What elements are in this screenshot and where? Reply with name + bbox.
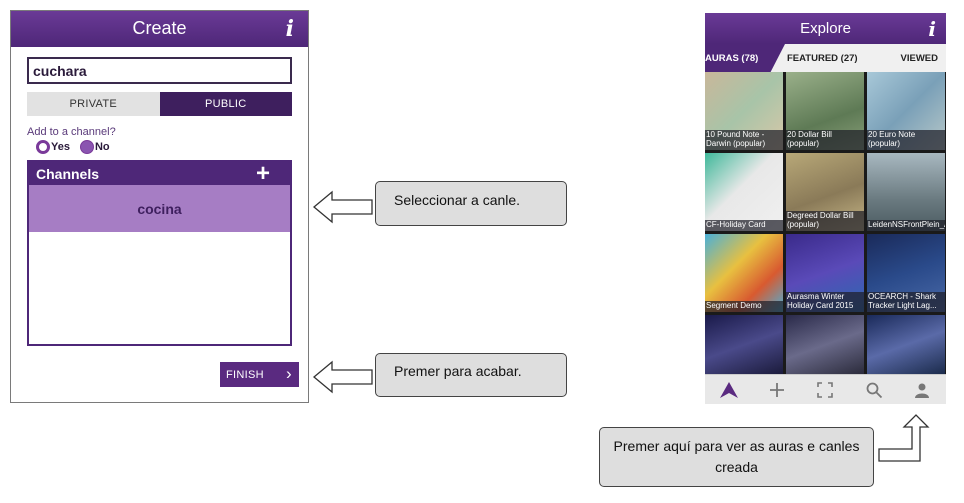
- aura-tile[interactable]: 20 Euro Note (popular): [867, 72, 945, 150]
- create-header: Create i: [11, 11, 308, 47]
- channel-question: Add to a channel?: [27, 126, 116, 138]
- tab-auras[interactable]: AURAS (78): [705, 44, 785, 72]
- tile-caption: CF-Holiday Card: [705, 219, 783, 231]
- tab-featured[interactable]: FEATURED (27): [787, 52, 858, 64]
- public-option[interactable]: PUBLIC: [159, 92, 292, 116]
- radio-yes-label: Yes: [51, 141, 70, 153]
- create-screen: Create i cuchara PRIVATE PUBLIC Add to a…: [10, 10, 309, 403]
- channels-panel: Channels + cocina: [27, 160, 292, 346]
- add-channel-icon[interactable]: +: [255, 159, 270, 187]
- explore-header: Explore i: [705, 13, 946, 44]
- channels-title: Channels: [36, 165, 100, 182]
- aura-tile[interactable]: [705, 315, 783, 375]
- aura-tile[interactable]: 20 Dollar Bill (popular): [786, 72, 864, 150]
- explore-tab-bar: AURAS (78) FEATURED (27) VIEWED: [705, 44, 946, 72]
- radio-yes[interactable]: [36, 140, 50, 154]
- callout-select-channel: Seleccionar a canle.: [375, 181, 567, 226]
- scan-frame-icon[interactable]: [813, 378, 837, 402]
- tile-caption: OCEARCH - Shark Tracker Light Lag...: [867, 292, 945, 312]
- radio-no-label: No: [94, 141, 110, 153]
- search-icon[interactable]: [862, 378, 886, 402]
- tile-caption: LeidenNSFrontPlein_Aura_Final: [867, 219, 945, 231]
- aura-tile[interactable]: Aurasma Winter Holiday Card 2015: [786, 234, 864, 312]
- left-arrow-icon: [312, 360, 373, 394]
- aura-tile[interactable]: LeidenNSFrontPlein_Aura_Final: [867, 153, 945, 231]
- channel-radio-group: Yes No: [36, 140, 110, 154]
- tile-caption: Aurasma Winter Holiday Card 2015: [786, 292, 864, 312]
- create-title: Create: [132, 18, 187, 38]
- private-option[interactable]: PRIVATE: [27, 92, 160, 116]
- aura-tile[interactable]: [867, 315, 945, 375]
- chevron-right-icon: ›: [286, 364, 292, 383]
- aura-tile[interactable]: Degreed Dollar Bill (popular): [786, 153, 864, 231]
- bottom-nav: [705, 374, 946, 404]
- tab-viewed[interactable]: VIEWED: [900, 52, 938, 64]
- finish-label: FINISH: [226, 368, 264, 381]
- tile-caption: 20 Euro Note (popular): [867, 130, 945, 150]
- tile-caption: 20 Dollar Bill (popular): [786, 130, 864, 150]
- bent-up-arrow-icon: [878, 414, 930, 462]
- tile-caption: Segment Demo: [705, 300, 783, 312]
- info-icon[interactable]: i: [928, 17, 936, 41]
- tile-caption: Degreed Dollar Bill (popular): [786, 211, 864, 231]
- channels-header: Channels +: [29, 159, 290, 187]
- visibility-toggle: PRIVATE PUBLIC: [27, 92, 292, 116]
- aura-tile[interactable]: Segment Demo: [705, 234, 783, 312]
- aurasma-logo-icon[interactable]: [717, 378, 741, 402]
- aura-tile[interactable]: 10 Pound Note - Darwin (popular): [705, 72, 783, 150]
- plus-icon[interactable]: [765, 378, 789, 402]
- aura-tile[interactable]: [786, 315, 864, 375]
- callout-press-finish: Premer para acabar.: [375, 353, 567, 397]
- aura-tile[interactable]: CF-Holiday Card: [705, 153, 783, 231]
- aura-name-input[interactable]: cuchara: [27, 57, 292, 84]
- callout-see-auras: Premer aquí para ver as auras e canles c…: [599, 427, 874, 487]
- explore-screen: Explore i AURAS (78) FEATURED (27) VIEWE…: [705, 13, 946, 404]
- radio-no[interactable]: [79, 140, 94, 154]
- info-icon[interactable]: i: [285, 16, 294, 42]
- tile-caption: 10 Pound Note - Darwin (popular): [705, 130, 783, 150]
- profile-icon[interactable]: [910, 378, 934, 402]
- channel-item-cocina[interactable]: cocina: [29, 185, 290, 232]
- finish-button[interactable]: FINISH ›: [220, 362, 299, 387]
- left-arrow-icon: [312, 190, 373, 224]
- aura-tile[interactable]: OCEARCH - Shark Tracker Light Lag...: [867, 234, 945, 312]
- explore-title: Explore: [800, 20, 851, 37]
